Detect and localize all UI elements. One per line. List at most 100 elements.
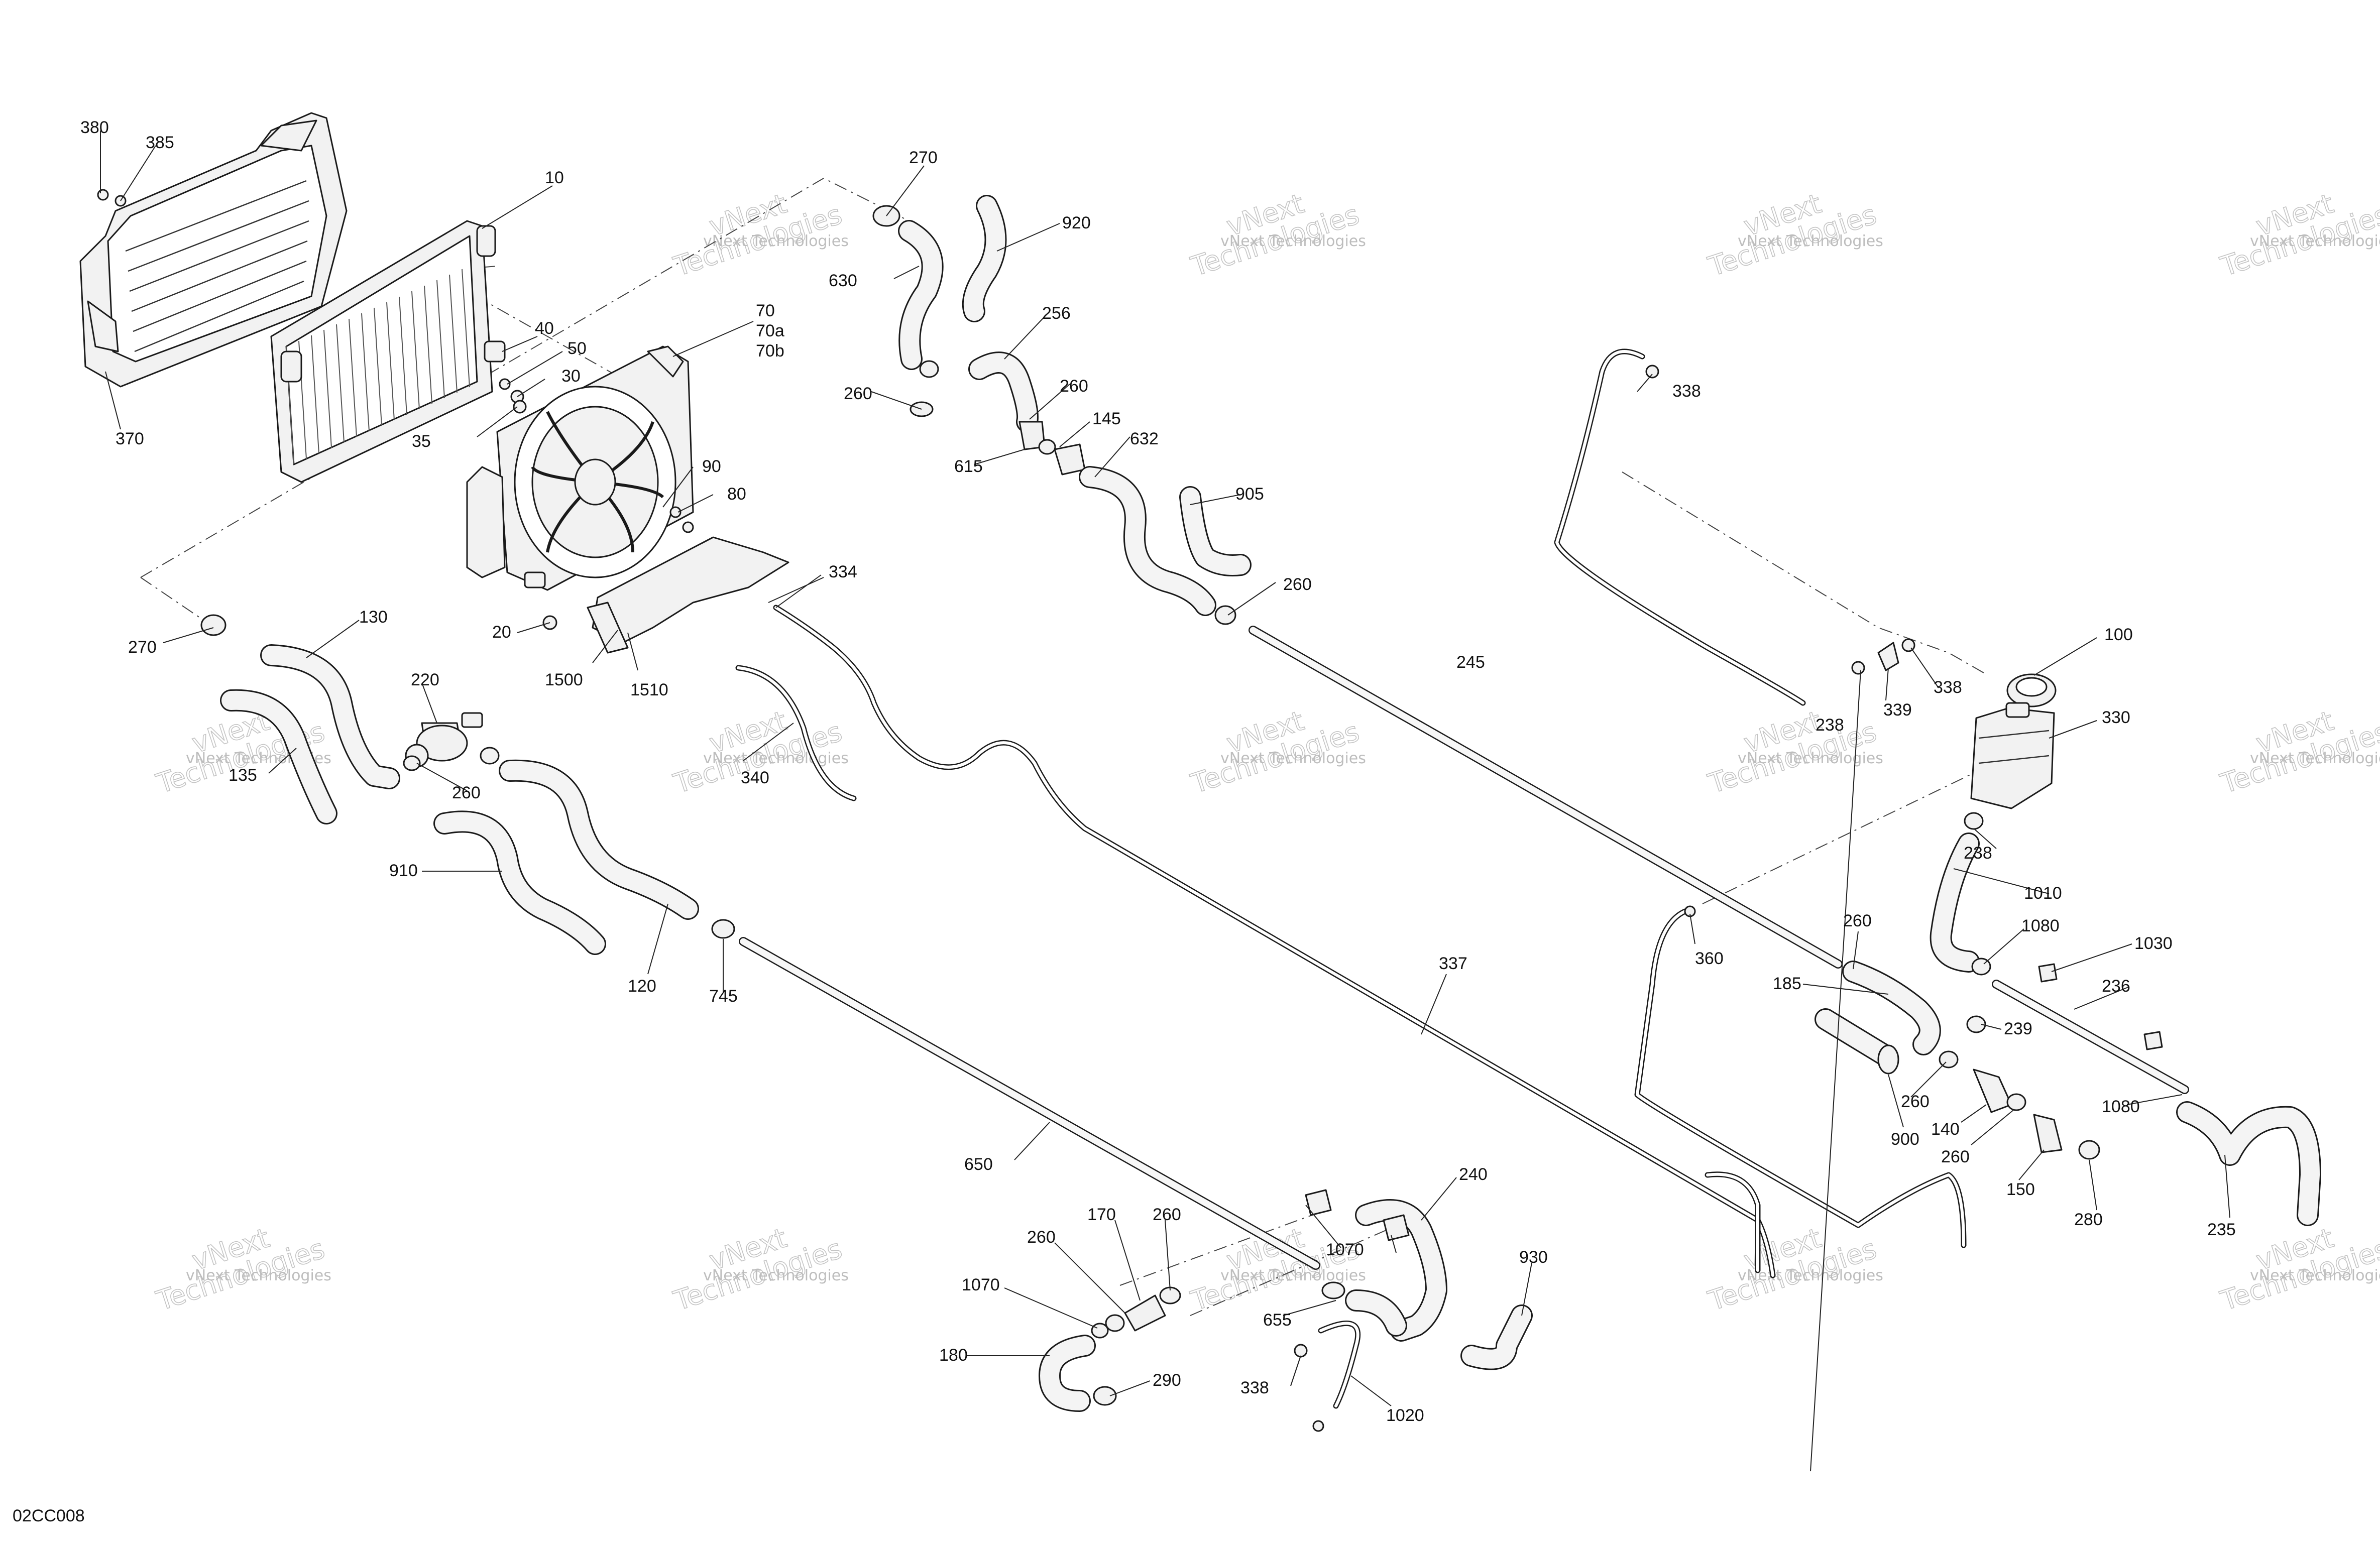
- watermark-text: vNext Technologies: [186, 1267, 331, 1284]
- callout-270-left: 270: [128, 638, 157, 657]
- callout-380: 380: [80, 118, 109, 137]
- radiator: [270, 220, 506, 483]
- watermark: vNext Technologies vNext Technologies: [1704, 704, 1883, 800]
- deflector-bracket: [542, 506, 789, 654]
- callout-30: 30: [561, 367, 581, 386]
- callout-260-i: 260: [1941, 1147, 1970, 1166]
- watermark: vNext Technologies vNext Technologies: [1187, 1222, 1366, 1318]
- watermark-text: vNext Technologies: [1220, 232, 1366, 250]
- callout-90: 90: [702, 457, 721, 476]
- watermark: vNext Technologies vNext Technologies: [1187, 187, 1366, 283]
- bottom-hoses: [1039, 1189, 1533, 1432]
- callout-905: 905: [1235, 485, 1264, 504]
- callout-130: 130: [359, 608, 388, 627]
- callout-334: 334: [829, 562, 857, 581]
- callout-910: 910: [389, 861, 418, 880]
- watermark: vNext Technologies vNext Technologies: [2216, 1222, 2380, 1318]
- callout-135: 135: [229, 766, 257, 785]
- callout-185: 185: [1773, 974, 1801, 993]
- callout-260-e: 260: [1027, 1228, 1056, 1247]
- callout-40: 40: [535, 319, 554, 338]
- callout-1070-b: 1070: [1326, 1240, 1364, 1259]
- watermark: vNext Technologies vNext Technologies: [1187, 704, 1366, 800]
- watermark-text: vNext Technologies: [1220, 750, 1366, 767]
- watermark-text: vNext Technologies: [2250, 232, 2380, 250]
- callout-70: 70: [756, 301, 775, 320]
- callout-745: 745: [709, 987, 738, 1006]
- callout-150: 150: [2006, 1180, 2035, 1199]
- callout-280: 280: [2074, 1210, 2103, 1229]
- callout-900: 900: [1891, 1130, 1919, 1149]
- callout-337: 337: [1439, 954, 1467, 973]
- watermark-text: vNext Technologies: [1738, 232, 1883, 250]
- callout-1030: 1030: [2134, 934, 2173, 953]
- callout-260-g: 260: [1843, 911, 1872, 930]
- watermark-text: vNext Technologies: [703, 232, 849, 250]
- callout-235: 235: [2207, 1220, 2236, 1239]
- callout-260-f: 260: [1153, 1205, 1181, 1224]
- callout-260-b: 260: [1060, 377, 1088, 396]
- callout-655: 655: [1263, 1311, 1292, 1330]
- watermark-text: vNext Technologies: [1220, 1267, 1366, 1284]
- callout-50: 50: [568, 339, 587, 358]
- callout-1010: 1010: [2024, 884, 2062, 903]
- callout-35: 35: [412, 432, 431, 451]
- watermark-text: vNext Technologies: [1738, 1267, 1883, 1284]
- watermark-text: vNext Technologies: [703, 750, 849, 767]
- callout-1020: 1020: [1386, 1406, 1424, 1425]
- watermark-text: vNext Technologies: [2250, 750, 2380, 767]
- fan-assembly: [466, 345, 694, 591]
- callout-1080-a: 1080: [2021, 916, 2060, 935]
- fan-shroud: [79, 112, 348, 388]
- callout-650: 650: [964, 1155, 993, 1174]
- watermark: vNext Technologies vNext Technologies: [2216, 704, 2380, 800]
- leader-lines: [100, 131, 2230, 1472]
- watermark: vNext Technologies vNext Technologies: [1704, 1222, 1883, 1318]
- diagram-code: 02CC008: [13, 1506, 85, 1525]
- callout-236: 236: [2102, 977, 2130, 996]
- callout-360: 360: [1695, 949, 1724, 968]
- callout-240: 240: [1459, 1165, 1488, 1184]
- callout-140: 140: [1931, 1120, 1960, 1139]
- callout-145: 145: [1092, 409, 1121, 428]
- callout-260-d: 260: [452, 783, 481, 802]
- callout-1500: 1500: [545, 670, 583, 689]
- callout-labels: 10 40 50 30 35 70 70a 70b 90 80 20 334 1…: [80, 118, 2236, 1425]
- callout-632: 632: [1130, 429, 1159, 448]
- callout-615: 615: [954, 457, 983, 476]
- watermark: vNext Technologies vNext Technologies: [152, 1222, 331, 1318]
- callout-1510: 1510: [630, 680, 668, 699]
- callout-290: 290: [1153, 1371, 1181, 1390]
- callout-930: 930: [1519, 1248, 1548, 1267]
- callout-245: 245: [1456, 653, 1485, 672]
- watermark-text: vNext Technologies: [1738, 750, 1883, 767]
- callout-220: 220: [411, 670, 439, 689]
- callout-180: 180: [939, 1346, 968, 1365]
- watermark: vNext Technologies vNext Technologies: [669, 1222, 849, 1318]
- callout-80: 80: [727, 485, 746, 504]
- callout-385: 385: [146, 133, 174, 152]
- watermark: vNext Technologies vNext Technologies: [2216, 187, 2380, 283]
- watermark-text: vNext Technologies: [703, 1267, 849, 1284]
- callout-10: 10: [545, 168, 564, 187]
- long-pipes: [735, 348, 1967, 1278]
- callout-238-a: 238: [1964, 844, 1992, 863]
- callout-256: 256: [1042, 304, 1071, 323]
- callout-238-b: 238: [1816, 716, 1844, 735]
- callout-70b: 70b: [756, 341, 784, 361]
- callout-270-top: 270: [909, 148, 938, 167]
- callout-260-a: 260: [844, 384, 872, 403]
- callout-338-mid-right: 338: [1934, 678, 1962, 697]
- left-hoses: [200, 614, 735, 955]
- right-components: [1645, 365, 2321, 1226]
- callout-100: 100: [2104, 625, 2133, 644]
- callout-1070-a: 1070: [962, 1275, 1000, 1294]
- callout-338-top: 338: [1672, 382, 1701, 401]
- watermark-text: vNext Technologies: [2250, 1267, 2380, 1284]
- callout-239: 239: [2004, 1019, 2032, 1038]
- callout-70a: 70a: [756, 321, 784, 340]
- callout-339: 339: [1883, 700, 1912, 720]
- callout-20: 20: [492, 623, 511, 642]
- callout-370: 370: [116, 429, 144, 448]
